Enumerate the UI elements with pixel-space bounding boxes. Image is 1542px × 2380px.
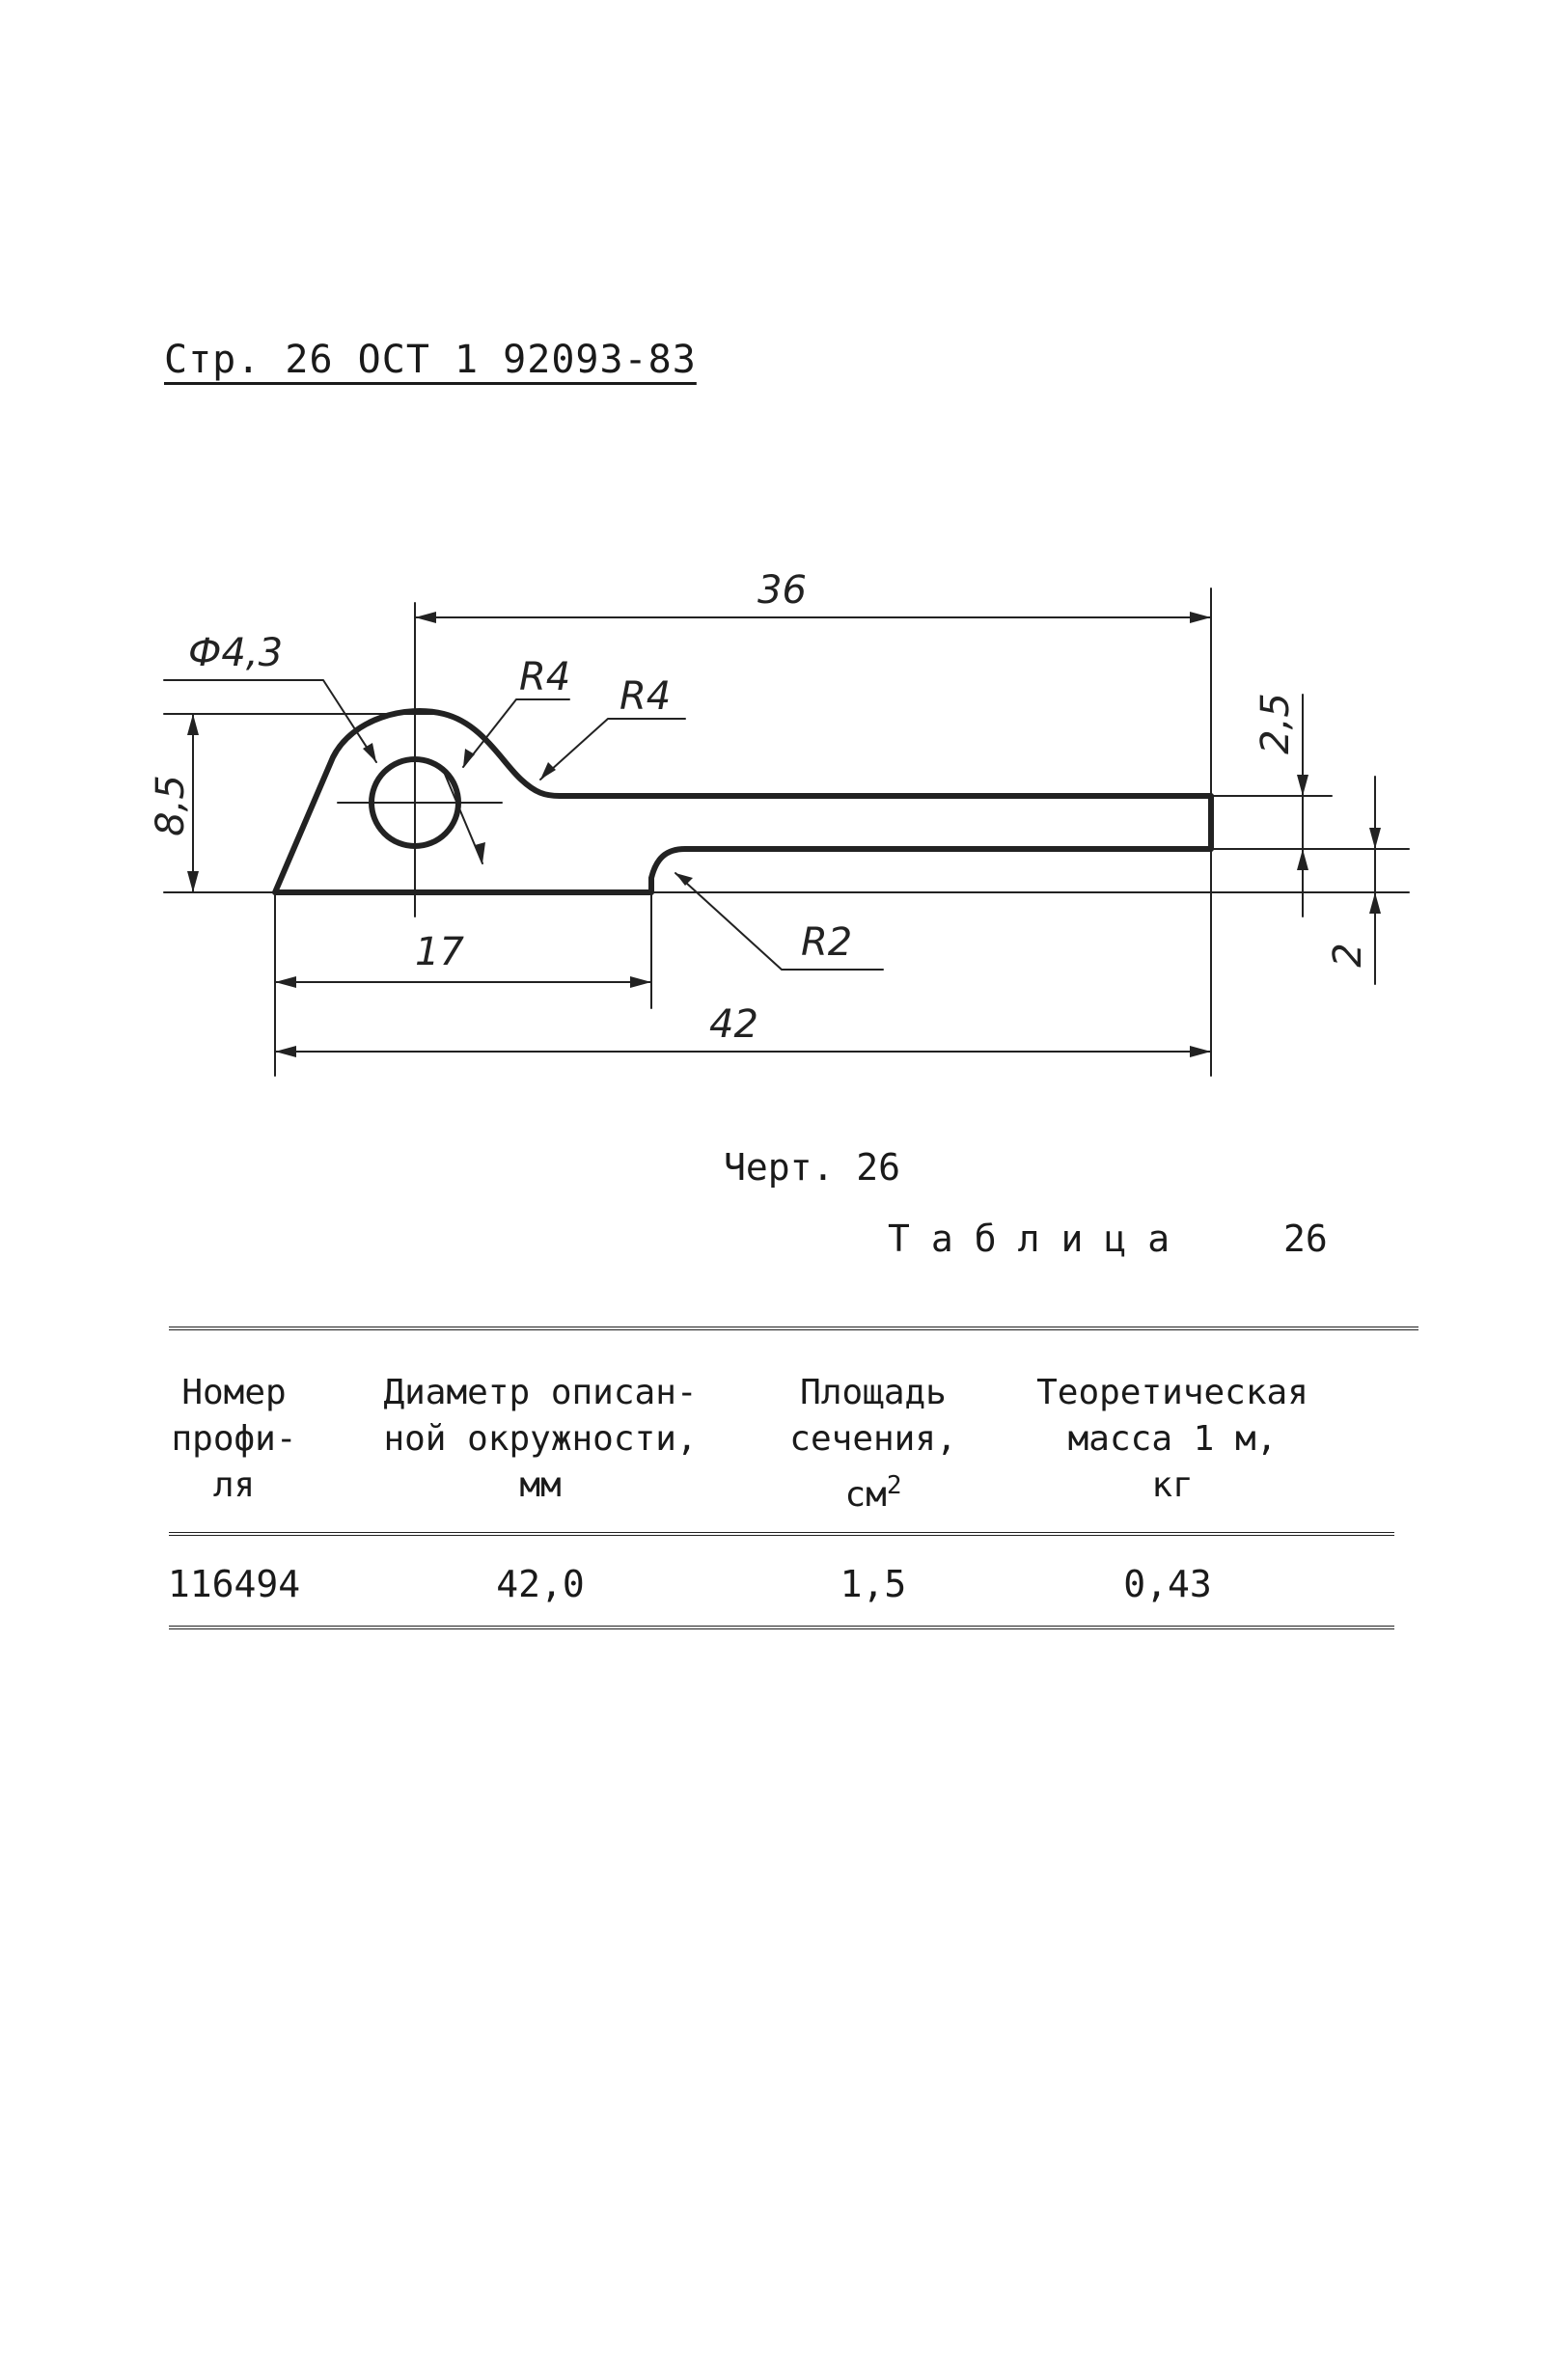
cell-mass: 0,43 [1123, 1563, 1212, 1605]
profile-outline [272, 708, 1214, 895]
table-number: 26 [1283, 1217, 1328, 1260]
dim-2-5-label: 2,5 [1253, 693, 1298, 754]
profile-drawing: 36 Ф4,3 R4 R4 17 R2 42 8,5 2,5 2 [149, 568, 1410, 1077]
dim-8-5-label: 8,5 [149, 775, 193, 836]
table-header-rule [169, 1532, 1394, 1536]
dim-36-label: 36 [757, 568, 807, 613]
dim-2-label: 2 [1326, 943, 1370, 967]
dim-r4-a-label: R4 [519, 655, 570, 699]
dim-r2-label: R2 [801, 920, 852, 965]
dim-phi-label: Ф4,3 [188, 631, 283, 675]
page-header: Стр. 26 ОСТ 1 92093-83 [164, 338, 697, 382]
dim-17-label: 17 [415, 930, 464, 974]
cell-area: 1,5 [840, 1563, 907, 1605]
figure-caption: Черт. 26 [724, 1146, 901, 1189]
dim-42-label: 42 [709, 1002, 758, 1047]
table-top-rule [169, 1327, 1418, 1330]
table-title: Таблица [888, 1217, 1192, 1260]
cell-profile: 116494 [167, 1563, 301, 1605]
header-diameter: Диаметр описан- ной окружности, мм [383, 1373, 698, 1505]
header-mass: Теоретическая масса 1 м, кг [1036, 1373, 1308, 1505]
cell-diameter: 42,0 [496, 1563, 585, 1605]
header-profile: Номер профи- ля [171, 1373, 297, 1505]
header-area-sup: 2 [886, 1471, 902, 1500]
dim-r4-b-label: R4 [620, 674, 671, 719]
table-bottom-rule [169, 1626, 1394, 1629]
header-area: Площадь сечения, см2 [762, 1370, 984, 1518]
header-area-text: Площадь сечения, см [789, 1373, 957, 1515]
